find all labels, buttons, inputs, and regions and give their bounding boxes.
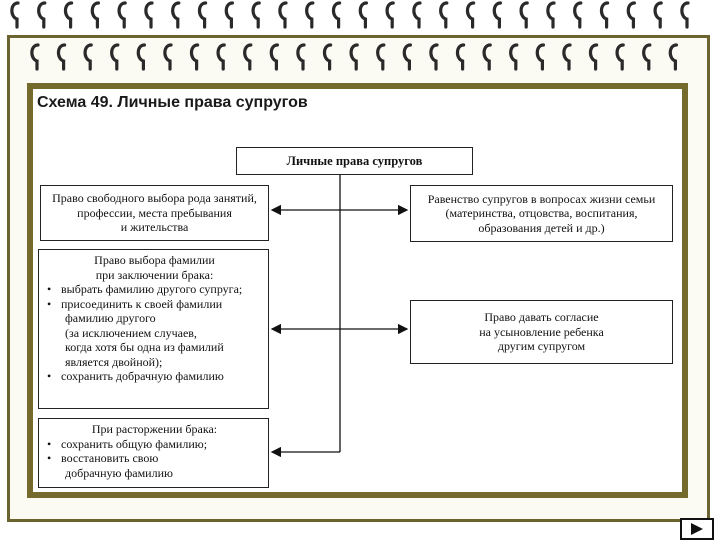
- binder-ring-icon: [117, 1, 127, 29]
- binder-ring-icon: [519, 1, 529, 29]
- binder-ring-icon: [224, 1, 234, 29]
- box-line: (материнства, отцовства, воспитания,: [445, 206, 638, 221]
- bullet-text: сохранить общую фамилию;: [61, 436, 208, 451]
- surname-choice-box: Право выбора фамилии при заключении брак…: [38, 249, 269, 409]
- spiral-rings-icon: [10, 1, 690, 29]
- binder-ring-icon: [626, 1, 636, 29]
- binder-ring-icon: [546, 1, 556, 29]
- binder-ring-icon: [376, 43, 386, 71]
- root-node: Личные права супругов: [236, 147, 473, 175]
- bullet-item: • выбрать фамилию другого супруга;: [47, 282, 262, 297]
- bullet-icon: •: [47, 296, 52, 311]
- binder-ring-icon: [216, 43, 226, 71]
- binder-rings-bottom: [0, 40, 720, 80]
- binder-ring-icon: [251, 1, 261, 29]
- binder-ring-icon: [482, 43, 492, 71]
- binder-ring-icon: [37, 1, 47, 29]
- binder-ring-icon: [588, 43, 599, 71]
- binder-ring-icon: [642, 43, 652, 71]
- box-line: другим супругом: [497, 339, 586, 354]
- binder-ring-icon: [305, 1, 315, 29]
- box-line: Право давать согласие: [484, 310, 599, 325]
- binder-ring-icon: [599, 1, 610, 29]
- box-line: на усыновление ребенка: [479, 324, 604, 339]
- note-line: (за исключением случаев,: [65, 325, 197, 340]
- bullet-text: восстановить свою: [61, 451, 159, 465]
- binder-ring-icon: [358, 1, 368, 29]
- bullet-text: выбрать фамилию другого супруга;: [61, 282, 243, 296]
- bullet-icon: •: [47, 451, 52, 465]
- binder-ring-icon: [269, 43, 279, 71]
- box-line: Равенство супругов в вопросах жизни семь…: [427, 191, 656, 206]
- box-line: и жительства: [120, 220, 189, 235]
- binder-ring-icon: [455, 43, 466, 71]
- binder-ring-icon: [171, 1, 181, 29]
- box-line: образования детей и др.): [478, 220, 605, 235]
- binder-ring-icon: [439, 1, 449, 29]
- binder-ring-icon: [535, 43, 545, 71]
- binder-ring-icon: [83, 43, 93, 71]
- binder-ring-icon: [331, 1, 342, 29]
- occupation-right-box: Право свободного выбора рода занятий, пр…: [40, 185, 269, 241]
- binder-ring-icon: [30, 43, 40, 71]
- binder-ring-icon: [680, 1, 690, 29]
- binder-ring-icon: [136, 43, 146, 71]
- binder-rings-top: [0, 0, 720, 40]
- binder-ring-icon: [653, 1, 663, 29]
- spiral-rings-icon: [30, 43, 678, 71]
- binder-ring-icon: [562, 43, 572, 71]
- next-slide-button[interactable]: [680, 518, 714, 540]
- scheme-title: Схема 49. Личные права супругов: [37, 94, 308, 111]
- binder-ring-icon: [163, 43, 173, 71]
- bullet-icon: •: [47, 282, 52, 296]
- binder-ring-icon: [412, 1, 422, 29]
- binder-ring-icon: [349, 43, 359, 71]
- binder-ring-icon: [322, 43, 333, 71]
- binder-ring-icon: [56, 43, 67, 71]
- bullet-text-continued: фамилию другого: [65, 311, 156, 325]
- binder-ring-icon: [278, 1, 288, 29]
- binder-ring-icon: [668, 43, 678, 71]
- bullet-item: • восстановить свою: [47, 451, 262, 466]
- binder-ring-icon: [63, 1, 74, 29]
- binder-ring-icon: [197, 1, 208, 29]
- bullet-text: присоединить к своей фамилии: [61, 296, 223, 311]
- family-equality-box: Равенство супругов в вопросах жизни семь…: [410, 185, 673, 242]
- box-heading: Право выбора фамилии: [94, 253, 215, 267]
- box-heading: При расторжении брака:: [91, 422, 218, 436]
- binder-ring-icon: [110, 43, 120, 71]
- binder-ring-icon: [465, 1, 476, 29]
- binder-ring-icon: [385, 1, 395, 29]
- binder-ring-icon: [243, 43, 253, 71]
- binder-ring-icon: [90, 1, 100, 29]
- divorce-surname-box: При расторжении брака: • сохранить общую…: [38, 418, 269, 488]
- binder-ring-icon: [10, 1, 20, 29]
- binder-ring-icon: [144, 1, 154, 29]
- bullet-text: сохранить добрачную фамилию: [61, 369, 224, 383]
- binder-ring-icon: [189, 43, 200, 71]
- bullet-text-continued: добрачную фамилию: [65, 465, 173, 480]
- bullet-icon: •: [47, 436, 52, 451]
- bullet-item: • сохранить добрачную фамилию: [47, 369, 262, 384]
- binder-ring-icon: [615, 43, 625, 71]
- box-heading: при заключении брака:: [95, 267, 214, 282]
- binder-ring-icon: [402, 43, 412, 71]
- bullet-item: • сохранить общую фамилию;: [47, 437, 262, 452]
- adoption-consent-box: Право давать согласие на усыновление реб…: [410, 300, 673, 364]
- binder-ring-icon: [296, 43, 306, 71]
- box-line: Право свободного выбора рода занятий,: [52, 191, 257, 206]
- note-line: когда хотя бы одна из фамилий: [65, 340, 224, 354]
- binder-ring-icon: [573, 1, 583, 29]
- binder-ring-icon: [429, 43, 439, 71]
- note-line: является двойной);: [65, 354, 163, 369]
- binder-ring-icon: [509, 43, 519, 71]
- bullet-icon: •: [47, 369, 52, 383]
- box-line: профессии, места пребывания: [77, 205, 232, 220]
- binder-ring-icon: [492, 1, 502, 29]
- next-slide-triangle-icon: [691, 523, 703, 535]
- bullet-item: • присоединить к своей фамилии: [47, 297, 262, 312]
